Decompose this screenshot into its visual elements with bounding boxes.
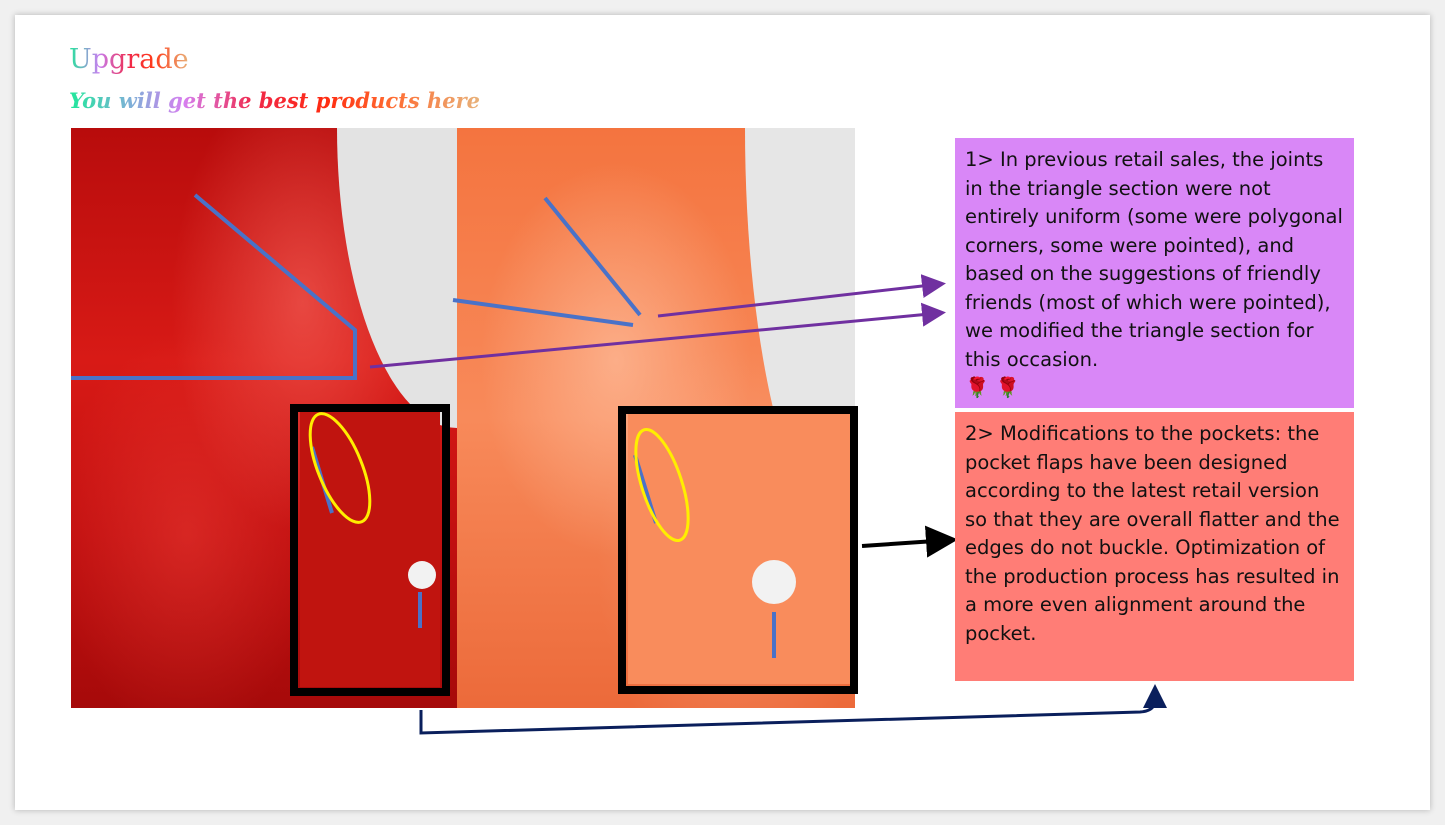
note-pockets: 2> Modifications to the pockets: the poc… xyxy=(955,412,1354,681)
red-jacket-photo xyxy=(71,128,457,708)
rose-emoji: 🌹 🌹 xyxy=(965,376,1020,399)
slide-subtitle: You will get the best products here xyxy=(69,88,481,113)
note-1-text: 1> In previous retail sales, the joints … xyxy=(965,148,1343,371)
orange-jacket-photo xyxy=(457,128,855,708)
note-triangle-section: 1> In previous retail sales, the joints … xyxy=(955,138,1354,408)
slide-title: Upgrade xyxy=(69,44,189,75)
note-2-text: 2> Modifications to the pockets: the poc… xyxy=(965,422,1340,645)
